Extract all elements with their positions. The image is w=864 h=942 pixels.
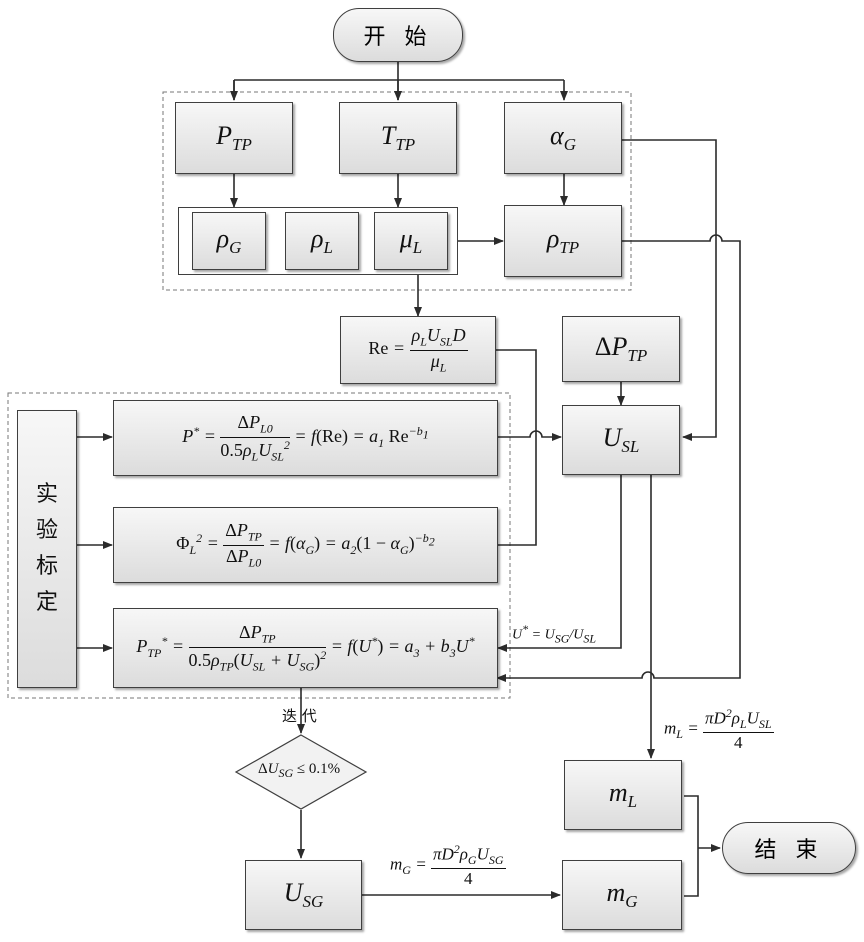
node-t-tp: TTP	[339, 102, 457, 174]
end-terminal: 结 束	[722, 822, 856, 874]
node-alpha-g: αG	[504, 102, 622, 174]
node-u-sg: USG	[245, 860, 362, 930]
node-m-g-label: mG	[606, 878, 637, 912]
u-star-formula: U* = USG/USL	[512, 622, 596, 646]
node-alpha-g-label: αG	[550, 121, 576, 155]
node-u-sg-label: USG	[284, 878, 324, 912]
node-p-tp-label: PTP	[216, 121, 252, 155]
alpha-to-usl	[622, 140, 716, 437]
experiment-calibration-box: 实验标定	[17, 410, 77, 688]
pressure-ratio-formula: P* = ΔPL00.5ρLUSL2 = f(Re) = a1 Re−b1	[182, 412, 429, 464]
node-u-sl: USL	[562, 405, 680, 475]
experiment-calibration-label: 实验标定	[32, 477, 62, 621]
reynolds-formula: Re = ρLUSLDμL	[368, 325, 467, 375]
pressure-ratio-formula-box: P* = ΔPL00.5ρLUSL2 = f(Re) = a1 Re−b1	[113, 400, 498, 476]
node-t-tp-label: TTP	[381, 121, 415, 155]
node-delta-p-tp-label: ΔPTP	[595, 332, 647, 366]
node-rho-g: ρG	[192, 212, 266, 270]
start-to-branches	[234, 62, 564, 100]
node-m-g: mG	[562, 860, 682, 930]
ml-mg-to-end	[684, 796, 720, 896]
node-delta-p-tp: ΔPTP	[562, 316, 680, 382]
phi-formula: ΦL2 = ΔPTPΔPL0 = f(αG) = a2(1 − αG)−b2	[176, 520, 434, 570]
node-rho-tp-label: ρTP	[547, 224, 579, 258]
gas-mass-flow-formula: mG = πD2ρGUSG4	[390, 842, 506, 889]
start-label: 开 始	[364, 19, 433, 51]
two-phase-pressure-formula: PTP* = ΔPTP0.5ρTP(USL + USG)2 = f(U*) = …	[136, 622, 474, 674]
node-mu-l-label: μL	[400, 224, 423, 258]
phi-formula-box: ΦL2 = ΔPTPΔPL0 = f(αG) = a2(1 − αG)−b2	[113, 507, 498, 583]
node-rho-tp: ρTP	[504, 205, 622, 277]
liquid-mass-flow-formula: mL = πD2ρLUSL4	[664, 706, 774, 753]
node-m-l-label: mL	[609, 778, 637, 812]
pstar-to-usl	[498, 431, 561, 437]
node-rho-l-label: ρL	[311, 224, 333, 258]
node-m-l: mL	[564, 760, 682, 830]
node-p-tp: PTP	[175, 102, 293, 174]
node-mu-l: μL	[374, 212, 448, 270]
end-label: 结 束	[755, 832, 824, 864]
node-rho-l: ρL	[285, 212, 359, 270]
convergence-criterion: ΔUSG ≤ 0.1%	[258, 761, 340, 781]
node-u-sl-label: USL	[603, 423, 640, 457]
two-phase-pressure-formula-box: PTP* = ΔPTP0.5ρTP(USL + USG)2 = f(U*) = …	[113, 608, 498, 688]
iterate-label: 迭 代	[282, 705, 317, 726]
start-terminal: 开 始	[333, 8, 463, 62]
re-to-phi	[496, 350, 536, 545]
node-rho-g-label: ρG	[217, 224, 242, 258]
reynolds-formula-box: Re = ρLUSLDμL	[340, 316, 496, 384]
